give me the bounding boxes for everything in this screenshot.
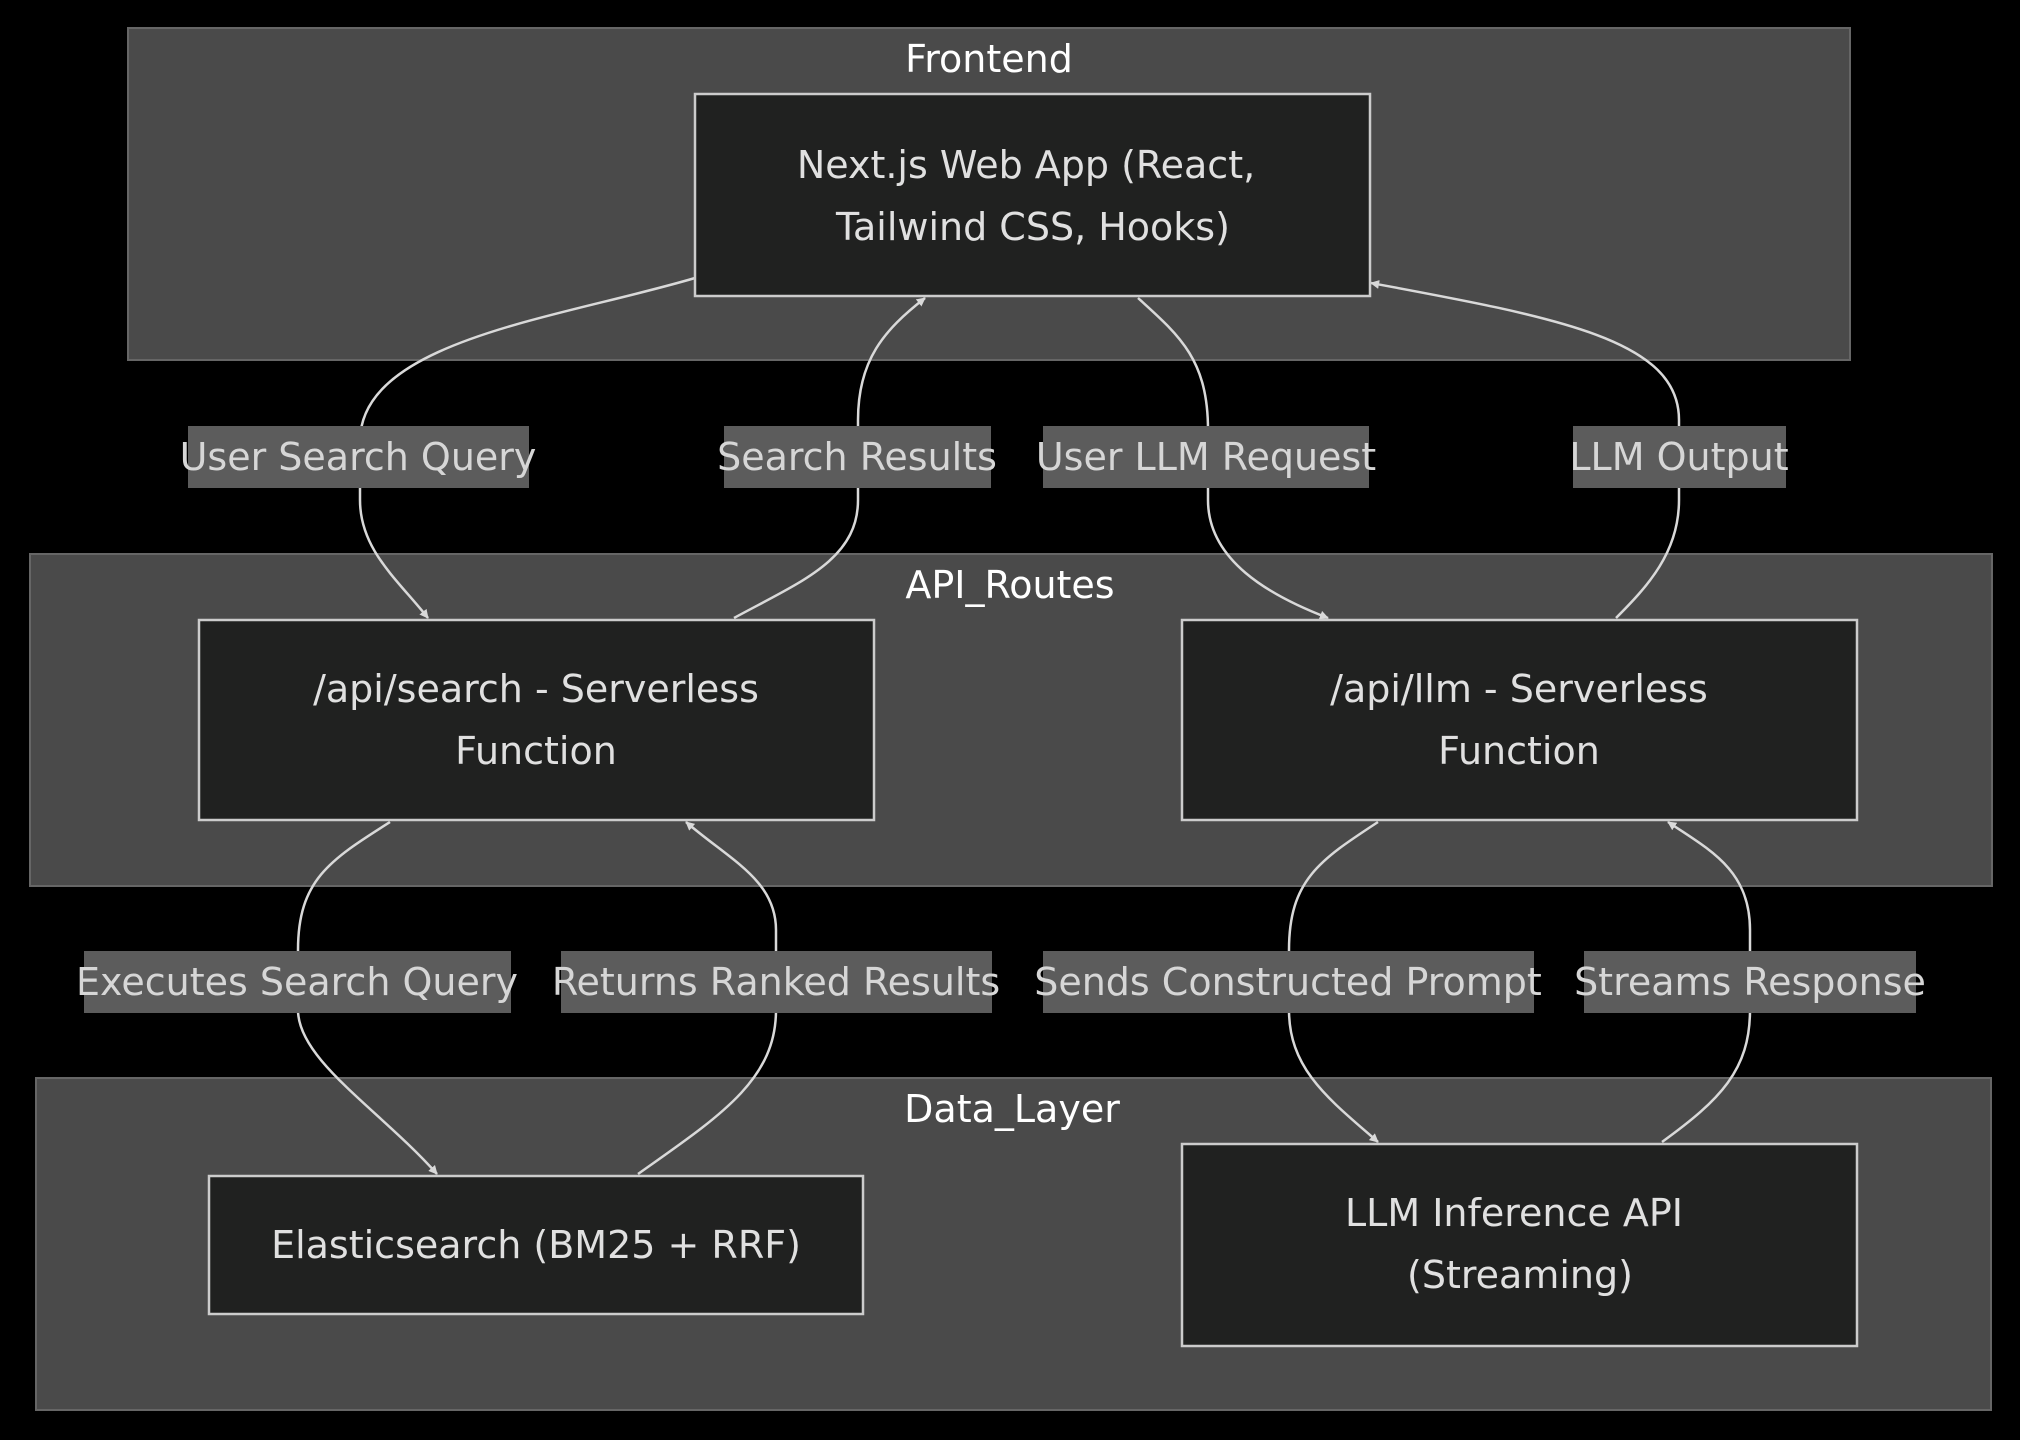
edge-label-user-search-query: User Search Query — [180, 426, 537, 488]
edge-search-results — [733, 297, 926, 620]
node-llm-inference-line1: LLM Inference API — [1345, 1191, 1683, 1235]
edge-label-sends-constructed-prompt: Sends Constructed Prompt — [1034, 951, 1542, 1013]
edge-label-sends-constructed-prompt-text: Sends Constructed Prompt — [1034, 960, 1542, 1004]
cluster-frontend-title: Frontend — [905, 37, 1073, 81]
edge-user-llm-request — [1137, 297, 1329, 620]
node-api-search-line2: Function — [455, 729, 617, 773]
edge-label-user-llm-request: User LLM Request — [1036, 426, 1376, 488]
node-api-search: /api/search - Serverless Function — [197, 618, 876, 822]
edge-label-executes-search-query-text: Executes Search Query — [76, 960, 518, 1004]
edge-label-search-results: Search Results — [717, 426, 997, 488]
node-webapp: Next.js Web App (React, Tailwind CSS, Ho… — [693, 92, 1372, 298]
edge-user-search-query — [358, 276, 696, 619]
node-elasticsearch: Elasticsearch (BM25 + RRF) — [207, 1174, 865, 1316]
edge-label-user-search-query-text: User Search Query — [180, 435, 537, 479]
edge-label-executes-search-query: Executes Search Query — [76, 951, 518, 1013]
edge-label-user-llm-request-text: User LLM Request — [1036, 435, 1376, 479]
edge-label-llm-output: LLM Output — [1569, 426, 1789, 488]
node-api-llm-line1: /api/llm - Serverless — [1330, 667, 1708, 711]
cluster-api-routes-title: API_Routes — [905, 563, 1114, 607]
node-api-llm: /api/llm - Serverless Function — [1180, 618, 1859, 822]
edge-label-streams-response: Streams Response — [1574, 951, 1926, 1013]
edge-label-llm-output-text: LLM Output — [1569, 435, 1788, 479]
edge-label-streams-response-text: Streams Response — [1574, 960, 1926, 1004]
node-webapp-line2: Tailwind CSS, Hooks) — [835, 205, 1230, 249]
edge-llm-output — [1370, 280, 1681, 619]
node-webapp-line1: Next.js Web App (React, — [797, 143, 1255, 187]
node-api-search-line1: /api/search - Serverless — [313, 667, 759, 711]
node-elasticsearch-label: Elasticsearch (BM25 + RRF) — [271, 1223, 801, 1267]
node-api-llm-line2: Function — [1438, 729, 1600, 773]
node-llm-inference-line2: (Streaming) — [1407, 1253, 1633, 1297]
node-llm-inference-api: LLM Inference API (Streaming) — [1180, 1142, 1859, 1348]
edge-label-returns-ranked-results: Returns Ranked Results — [552, 951, 1000, 1013]
cluster-data-layer-title: Data_Layer — [904, 1087, 1120, 1131]
edge-label-returns-ranked-results-text: Returns Ranked Results — [552, 960, 1000, 1004]
edge-label-search-results-text: Search Results — [717, 435, 997, 479]
